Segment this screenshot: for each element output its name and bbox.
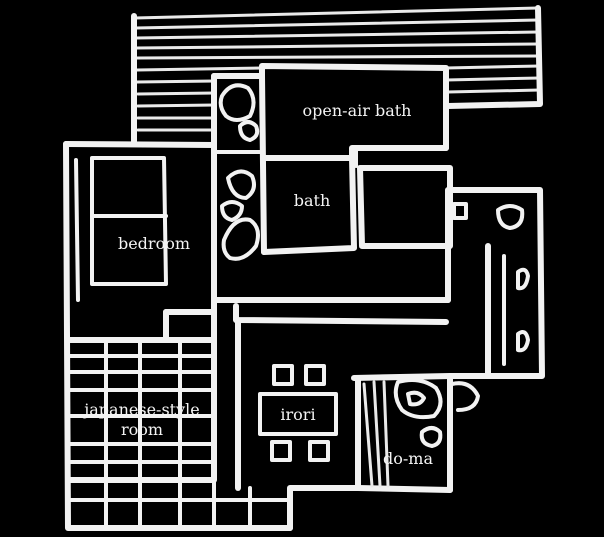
interior-walls: [65, 73, 491, 491]
room-label-irori: irori: [280, 405, 316, 424]
deck: [131, 5, 543, 145]
irori-hearth: [258, 364, 338, 462]
room-label-japanese-style-room: japanese-style room: [84, 400, 200, 439]
room-label-doma: do-ma: [383, 449, 433, 468]
garden-stones: [212, 83, 264, 261]
misc-walls: [354, 148, 454, 192]
room-label-open-air-bath: open-air bath: [302, 101, 412, 120]
doma-entry: [362, 378, 480, 488]
wc-fixtures: [452, 202, 530, 366]
bedroom-futons: [74, 156, 168, 302]
room-label-bedroom: bedroom: [117, 234, 191, 253]
room-label-bath: bath: [293, 191, 331, 210]
tatami-grid: [66, 338, 292, 530]
